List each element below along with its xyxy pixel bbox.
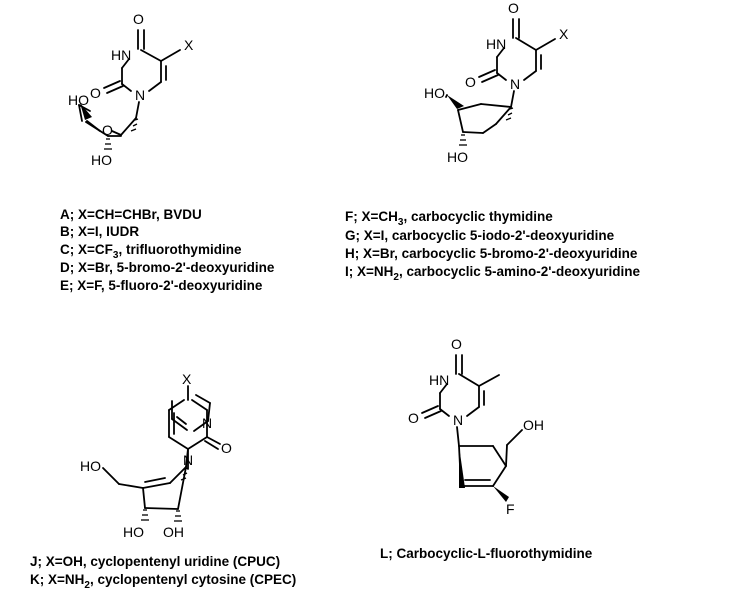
caption-line-l: L; Carbocyclic-L-fluorothymidine: [380, 546, 593, 561]
atom-n1: N: [510, 76, 520, 92]
atom-carbonyl-oxygen-top: O: [508, 0, 519, 16]
atom-hydroxyl-3prime: HO: [447, 149, 468, 165]
atom-n3: N: [202, 415, 212, 431]
atom-x-substituent: X: [184, 37, 194, 53]
atom-n1: N: [453, 412, 463, 428]
caption-line-i: I; X=NH2, carbocyclic 5-amino-2'-deoxyur…: [345, 264, 640, 283]
caption-line-c: C; X=CF3, trifluorothymidine: [60, 242, 242, 261]
atom-hydroxyl-3prime: HO: [123, 524, 144, 540]
structure-fluorothymidine: [421, 354, 523, 502]
atom-hydroxyl-5prime: HO: [80, 458, 101, 474]
atom-hydroxyl-2prime: OH: [163, 524, 184, 540]
atom-hydroxyl-5prime: HO: [68, 92, 89, 108]
atom-imide-nh: HN: [429, 372, 449, 388]
caption-line-h: H; X=Br, carbocyclic 5-bromo-2'-deoxyuri…: [345, 246, 638, 261]
atom-hydroxyl-3prime: HO: [91, 152, 112, 168]
atom-carbonyl-oxygen: O: [221, 440, 232, 456]
caption-line-j: J; X=OH, cyclopentenyl uridine (CPUC): [30, 554, 280, 569]
caption-line-g: G; X=I, carbocyclic 5-iodo-2'-deoxyuridi…: [345, 228, 615, 243]
atom-x-substituent: X: [182, 371, 192, 387]
atom-fluorine: F: [506, 501, 515, 517]
caption-line-k: K; X=NH2, cyclopentenyl cytosine (CPEC): [30, 572, 296, 591]
atom-imide-nh: HN: [111, 47, 131, 63]
atom-carbonyl-oxygen-top: O: [451, 336, 462, 352]
atom-ring-oxygen: O: [102, 122, 113, 138]
structure-deoxyribose-nucleoside: [78, 29, 181, 150]
atom-carbonyl-oxygen-left: O: [90, 85, 101, 101]
atom-carbonyl-oxygen-left: O: [465, 74, 476, 90]
atom-hydroxyl-5prime: HO: [424, 85, 445, 101]
caption-line-a: A; X=CH=CHBr, BVDU: [60, 207, 202, 222]
captions: A; X=CH=CHBr, BVDU B; X=I, IUDR C; X=CF3…: [30, 207, 640, 591]
caption-line-e: E; X=F, 5-fluoro-2'-deoxyuridine: [60, 278, 263, 293]
atom-x-substituent: X: [559, 26, 569, 42]
caption-line-d: D; X=Br, 5-bromo-2'-deoxyuridine: [60, 260, 275, 275]
atom-n1: N: [135, 87, 145, 103]
structure-carbocyclic-nucleoside: [445, 18, 556, 146]
atom-n1: N: [183, 452, 193, 468]
atom-carbonyl-oxygen-left: O: [408, 410, 419, 426]
caption-line-b: B; X=I, IUDR: [60, 224, 139, 239]
atom-imide-nh: HN: [486, 36, 506, 52]
atom-hydroxyl: OH: [523, 417, 544, 433]
atom-carbonyl-oxygen-top: O: [133, 11, 144, 27]
caption-line-f: F; X=CH3, carbocyclic thymidine: [345, 209, 553, 228]
structure-cyclopentenyl-nucleoside: [102, 385, 221, 522]
